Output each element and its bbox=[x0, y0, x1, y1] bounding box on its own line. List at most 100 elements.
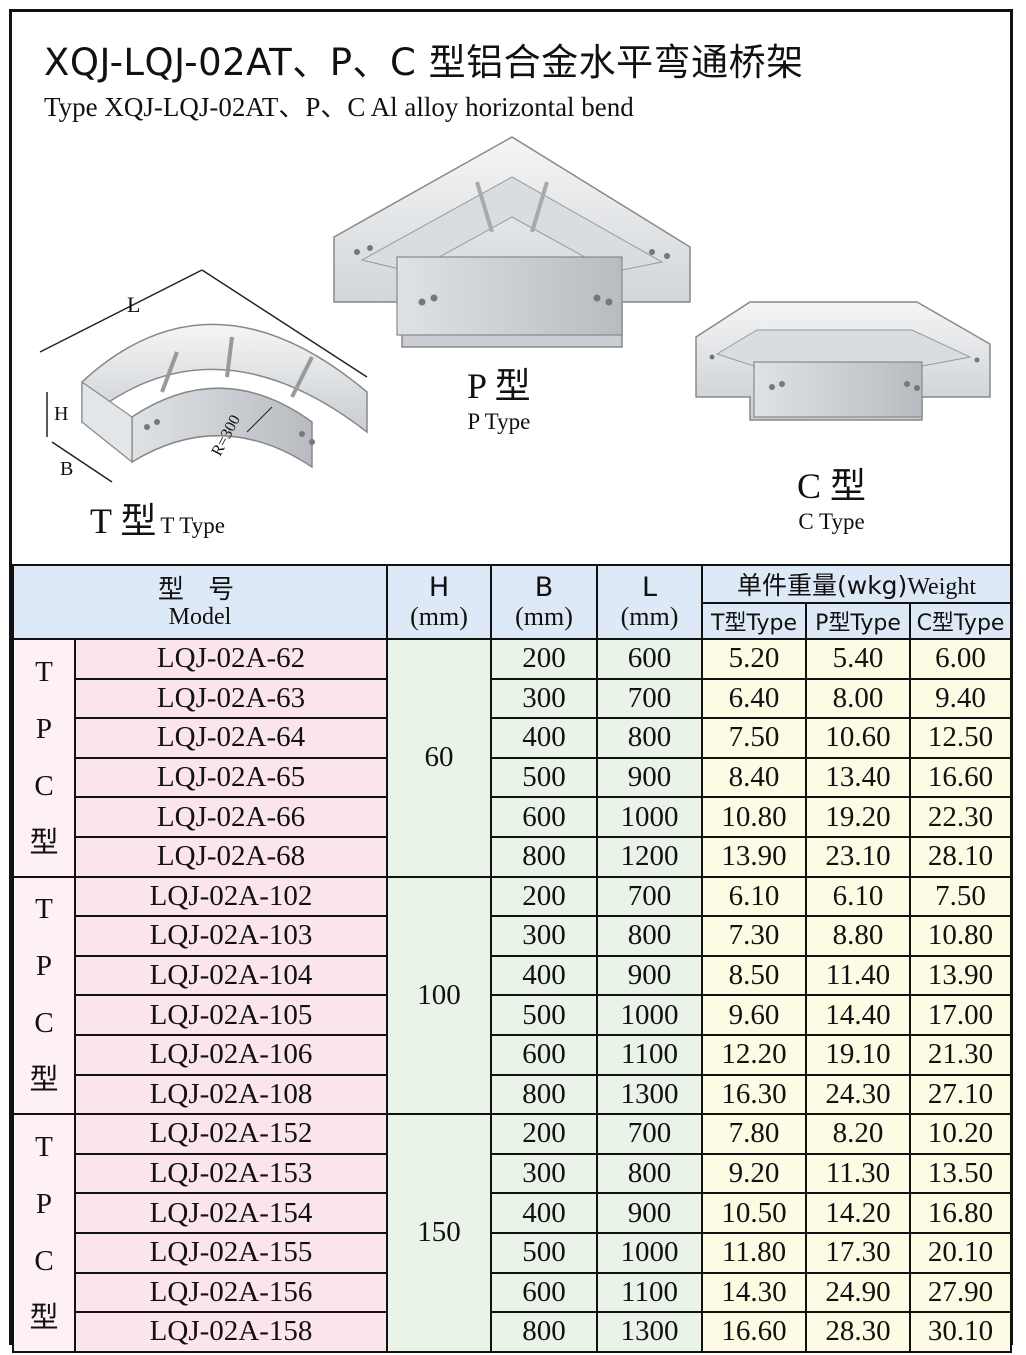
group-label-char: T bbox=[35, 1130, 53, 1163]
model-cell: LQJ-02A-68 bbox=[73, 835, 389, 878]
t-type-bend-drawing bbox=[39, 269, 368, 483]
t-weight-cell: 11.80 bbox=[701, 1231, 808, 1274]
l-value-cell: 900 bbox=[596, 954, 704, 997]
p-weight-cell: 6.10 bbox=[805, 875, 912, 918]
l-value-cell: 800 bbox=[596, 915, 704, 957]
illustration-area: XQJ-LQJ-02AT、P、C 型铝合金水平弯通桥架 Type XQJ-LQJ… bbox=[12, 12, 1010, 564]
c-weight-cell: 27.90 bbox=[909, 1271, 1013, 1314]
h-value-cell: 60 bbox=[386, 638, 493, 878]
dim-b-label: B bbox=[60, 458, 73, 480]
l-value-cell: 900 bbox=[596, 756, 704, 799]
c-type-caption: C 型 C Type bbox=[797, 466, 867, 534]
b-value-cell: 800 bbox=[490, 1311, 599, 1353]
group-label-char: 型 bbox=[29, 826, 59, 859]
b-value-cell: 500 bbox=[490, 1231, 599, 1274]
model-cell: LQJ-02A-64 bbox=[73, 717, 389, 759]
model-cell: LQJ-02A-156 bbox=[73, 1271, 389, 1314]
l-value-cell: 700 bbox=[596, 875, 704, 918]
p-type-caption: P 型 P Type bbox=[467, 366, 531, 434]
product-illustrations: L H B R=300 bbox=[39, 136, 991, 483]
h-header: H (mm) bbox=[386, 564, 493, 640]
c-weight-cell: 21.30 bbox=[909, 1033, 1013, 1076]
p-weight-cell: 24.30 bbox=[805, 1073, 912, 1116]
c-weight-cell: 30.10 bbox=[909, 1311, 1013, 1353]
b-header: B (mm) bbox=[490, 564, 599, 640]
p-weight-cell: 23.10 bbox=[805, 835, 912, 878]
b-value-cell: 600 bbox=[490, 1033, 599, 1076]
model-cell: LQJ-02A-158 bbox=[73, 1311, 389, 1353]
t-weight-cell: 6.10 bbox=[701, 875, 808, 918]
p-weight-cell: 28.30 bbox=[805, 1311, 912, 1353]
model-cell: LQJ-02A-106 bbox=[73, 1033, 389, 1076]
t-weight-cell: 7.80 bbox=[701, 1113, 808, 1155]
group-label-char: P bbox=[35, 1187, 53, 1220]
b-value-cell: 400 bbox=[490, 717, 599, 759]
c-weight-cell: 22.30 bbox=[909, 796, 1013, 838]
c-weight-cell: 16.80 bbox=[909, 1192, 1013, 1234]
p-weight-cell: 14.20 bbox=[805, 1192, 912, 1234]
b-value-cell: 300 bbox=[490, 1152, 599, 1195]
p-type-header: P型Type bbox=[805, 602, 912, 640]
l-value-cell: 1300 bbox=[596, 1073, 704, 1116]
l-value-cell: 1000 bbox=[596, 796, 704, 838]
l-value-cell: 700 bbox=[596, 1113, 704, 1155]
c-weight-cell: 13.50 bbox=[909, 1152, 1013, 1195]
p-weight-cell: 24.90 bbox=[805, 1271, 912, 1314]
t-weight-cell: 7.50 bbox=[701, 717, 808, 759]
p-weight-cell: 8.00 bbox=[805, 677, 912, 720]
p-weight-cell: 17.30 bbox=[805, 1231, 912, 1274]
c-weight-cell: 10.20 bbox=[909, 1113, 1013, 1155]
t-weight-cell: 9.60 bbox=[701, 994, 808, 1036]
t-weight-cell: 5.20 bbox=[701, 638, 808, 680]
c-weight-cell: 12.50 bbox=[909, 717, 1013, 759]
group-label-char: C bbox=[34, 1244, 54, 1277]
b-value-cell: 500 bbox=[490, 994, 599, 1036]
l-value-cell: 900 bbox=[596, 1192, 704, 1234]
model-cell: LQJ-02A-153 bbox=[73, 1152, 389, 1195]
l-value-cell: 600 bbox=[596, 638, 704, 680]
b-value-cell: 300 bbox=[490, 915, 599, 957]
model-cell: LQJ-02A-104 bbox=[73, 954, 389, 997]
l-value-cell: 700 bbox=[596, 677, 704, 720]
b-value-cell: 200 bbox=[490, 875, 599, 918]
model-cell: LQJ-02A-152 bbox=[73, 1113, 389, 1155]
model-cell: LQJ-02A-154 bbox=[73, 1192, 389, 1234]
group-label-char: 型 bbox=[29, 1064, 59, 1097]
l-value-cell: 1100 bbox=[596, 1271, 704, 1314]
c-weight-cell: 13.90 bbox=[909, 954, 1013, 997]
p-weight-cell: 19.10 bbox=[805, 1033, 912, 1076]
group-label-char: C bbox=[34, 769, 54, 802]
c-type-bend-drawing bbox=[695, 301, 991, 421]
group-label-char: T bbox=[35, 655, 53, 688]
h-value-cell: 100 bbox=[386, 875, 493, 1116]
b-value-cell: 400 bbox=[490, 954, 599, 997]
l-header: L (mm) bbox=[596, 564, 704, 640]
p-weight-cell: 8.20 bbox=[805, 1113, 912, 1155]
l-value-cell: 1000 bbox=[596, 994, 704, 1036]
c-weight-cell: 28.10 bbox=[909, 835, 1013, 878]
model-cell: LQJ-02A-105 bbox=[73, 994, 389, 1036]
p-weight-cell: 14.40 bbox=[805, 994, 912, 1036]
l-value-cell: 1300 bbox=[596, 1311, 704, 1353]
t-weight-cell: 10.50 bbox=[701, 1192, 808, 1234]
p-weight-cell: 8.80 bbox=[805, 915, 912, 957]
t-weight-cell: 6.40 bbox=[701, 677, 808, 720]
t-weight-cell: 7.30 bbox=[701, 915, 808, 957]
group-label-char: C bbox=[34, 1007, 54, 1040]
c-weight-cell: 10.80 bbox=[909, 915, 1013, 957]
l-value-cell: 800 bbox=[596, 717, 704, 759]
